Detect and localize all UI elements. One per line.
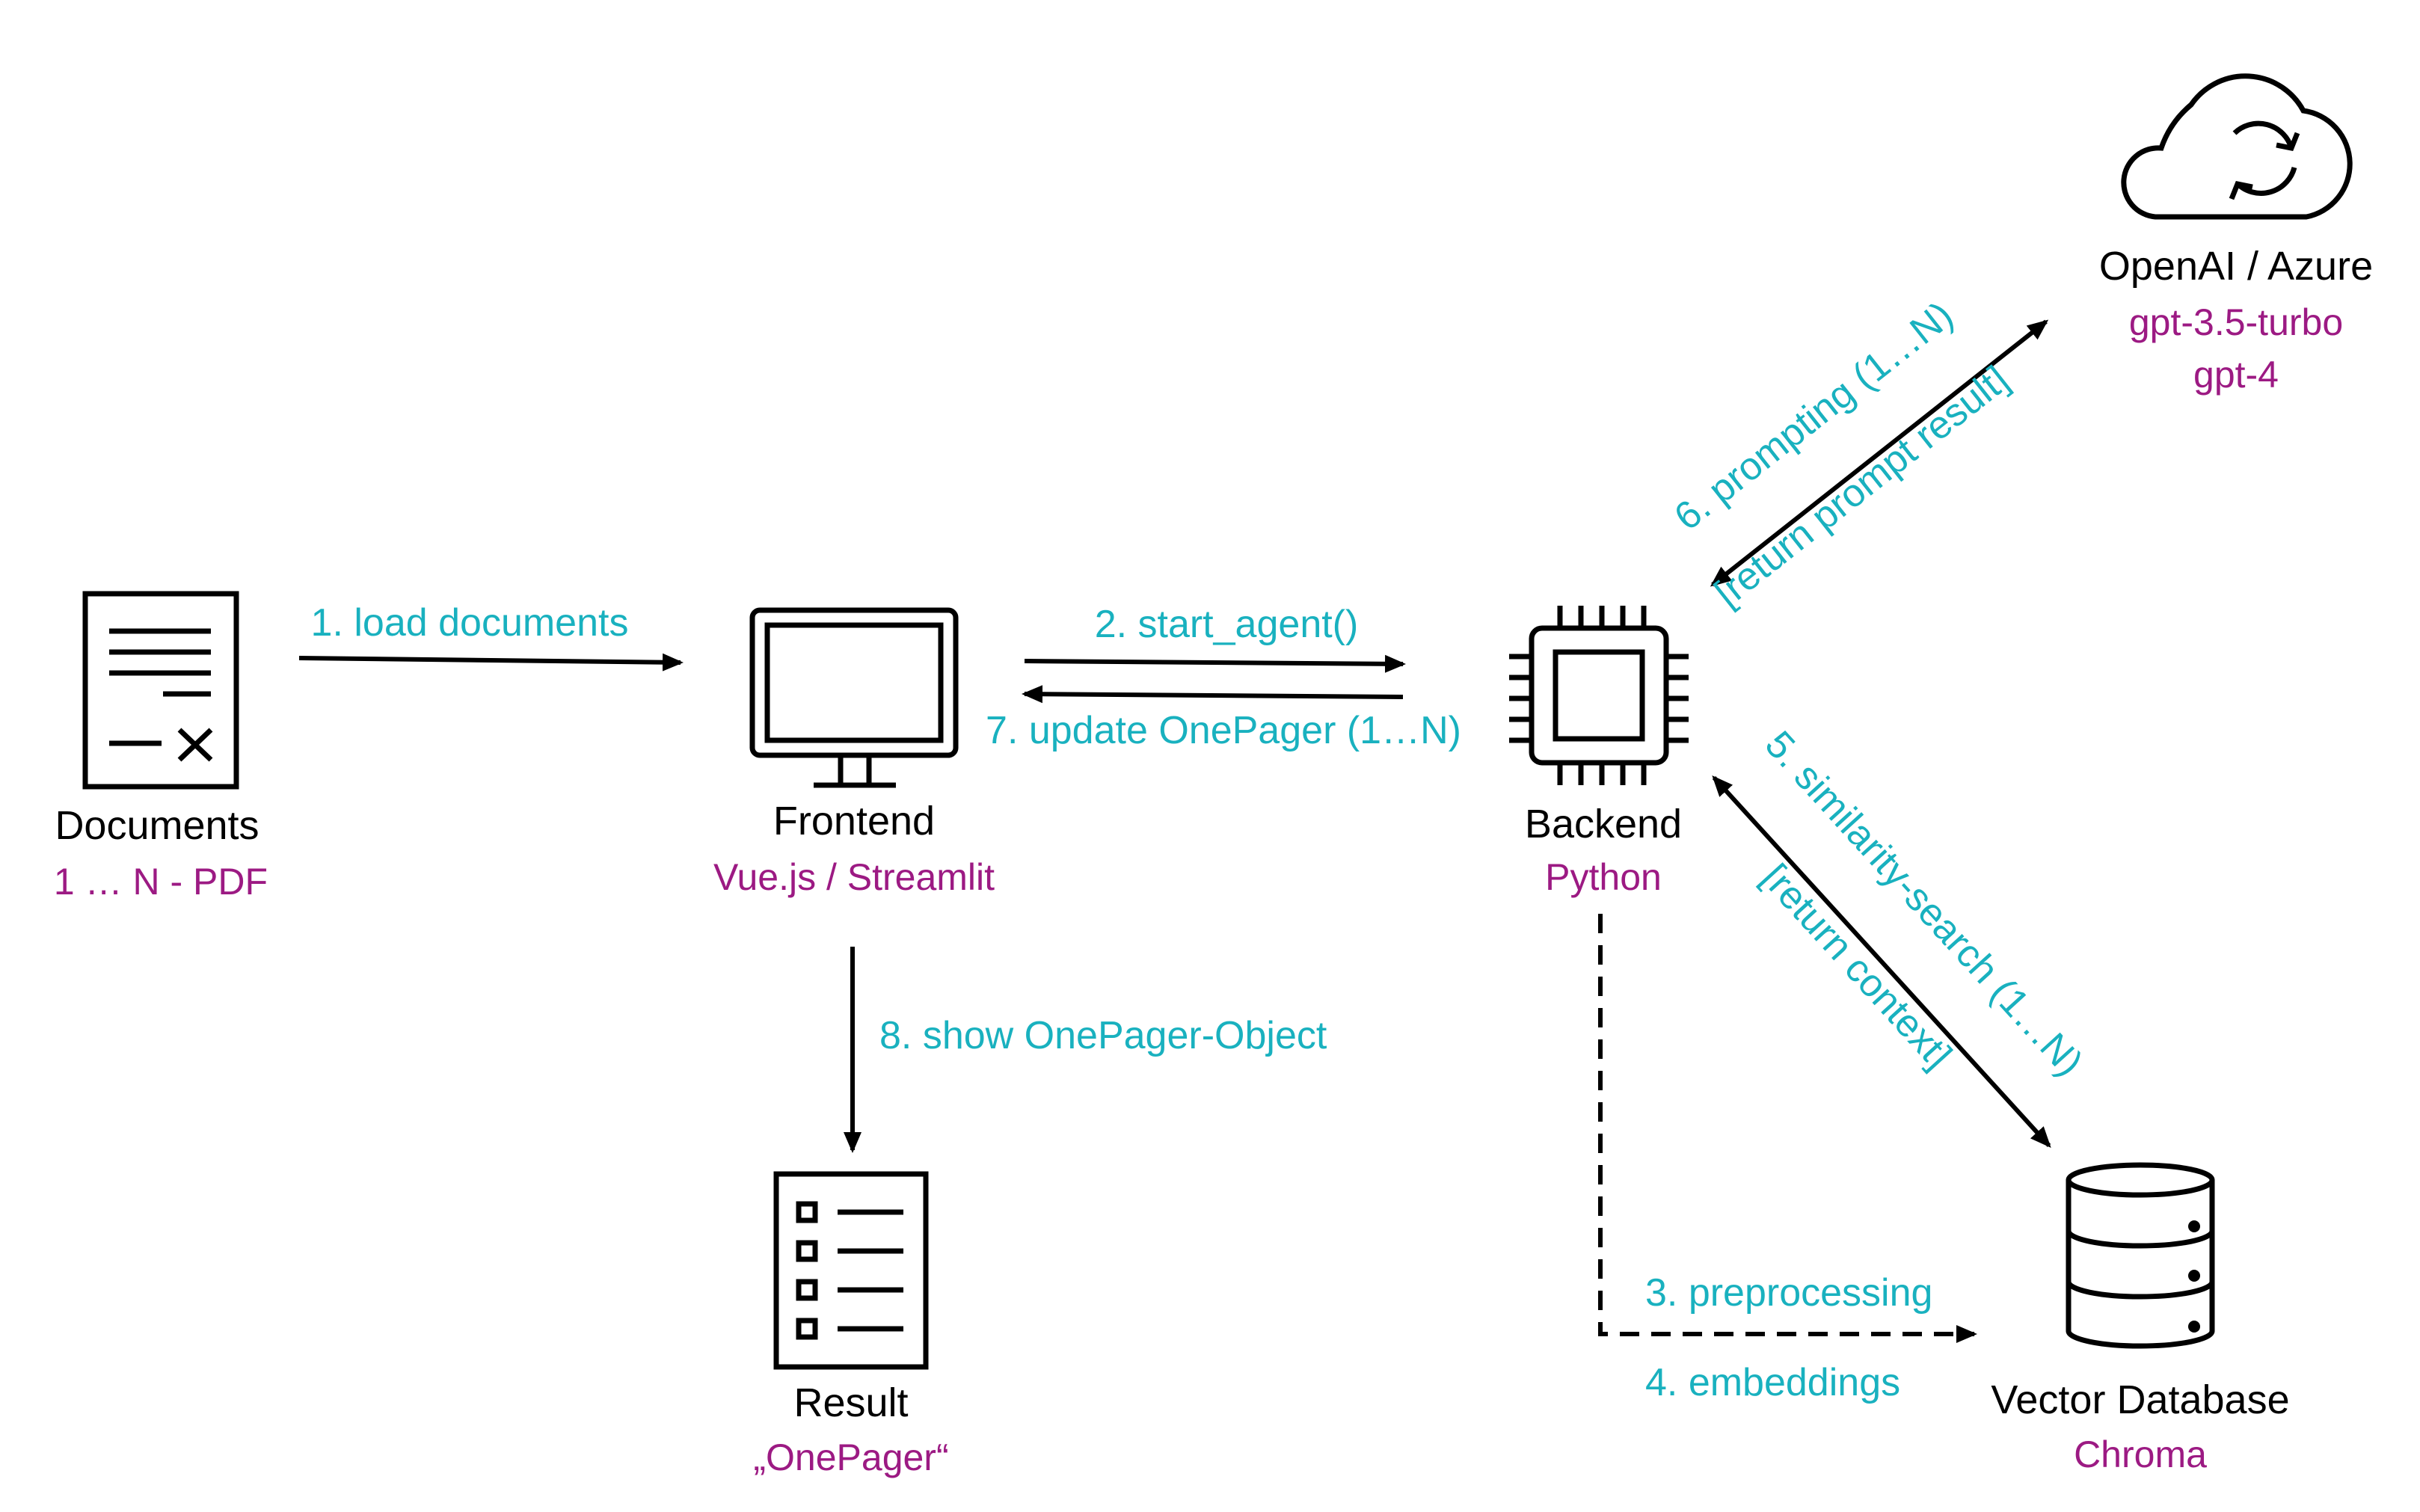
vectordb-node: Vector Database Chroma <box>1991 1162 2290 1475</box>
openai-model-1: gpt-3.5-turbo <box>2129 301 2343 343</box>
frontend-subtitle: Vue.js / Streamlit <box>713 856 995 898</box>
arrow-prompting <box>1710 319 2049 587</box>
openai-label: OpenAI / Azure <box>2099 244 2373 289</box>
frontend-node: Frontend Vue.js / Streamlit <box>713 607 995 898</box>
vectordb-label: Vector Database <box>1991 1377 2289 1422</box>
backend-subtitle: Python <box>1545 856 1662 898</box>
documents-label: Documents <box>55 803 259 848</box>
cloud-sync-icon <box>2121 73 2353 220</box>
step-3-label: 3. preprocessing <box>1645 1271 1932 1315</box>
cpu-icon <box>1509 606 1689 785</box>
vectordb-subtitle: Chroma <box>2074 1433 2207 1475</box>
document-icon <box>82 591 239 790</box>
frontend-label: Frontend <box>773 799 935 843</box>
result-subtitle: „OnePager“ <box>753 1436 948 1478</box>
result-node: Result „OnePager“ <box>753 1171 949 1478</box>
arrow-load-documents <box>298 653 684 672</box>
step-4-label: 4. embeddings <box>1645 1361 1900 1404</box>
result-label: Result <box>793 1380 908 1425</box>
step-7-label: 7. update OnePager (1…N) <box>986 709 1461 752</box>
backend-label: Backend <box>1525 802 1682 846</box>
openai-model-2: gpt-4 <box>2193 354 2279 396</box>
backend-node: Backend Python <box>1509 606 1689 898</box>
arrow-update-onepager <box>1022 685 1404 704</box>
step-2-label: 2. start_agent() <box>1095 603 1359 646</box>
checklist-icon <box>773 1171 929 1370</box>
arrow-similarity-search <box>1712 775 2051 1148</box>
step-8-label: 8. show OnePager-Object <box>879 1014 1327 1057</box>
arrow-preprocessing <box>1598 914 1977 1343</box>
monitor-icon <box>749 607 959 788</box>
arrow-start-agent <box>1024 654 1406 673</box>
step-1-label: 1. load documents <box>311 601 629 645</box>
database-icon <box>2066 1162 2215 1349</box>
documents-node: Documents 1 … N - PDF <box>54 591 268 903</box>
openai-node: OpenAI / Azure gpt-3.5-turbo gpt-4 <box>2099 73 2373 396</box>
documents-subtitle: 1 … N - PDF <box>54 861 268 903</box>
